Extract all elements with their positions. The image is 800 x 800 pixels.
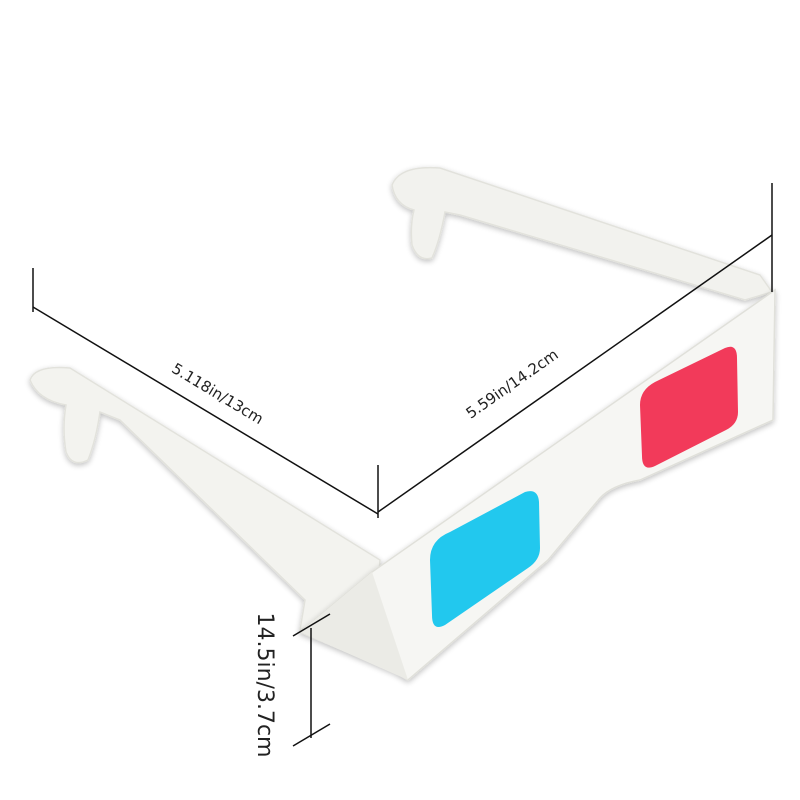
frame-side (300, 572, 408, 680)
left-temple-arm (29, 366, 381, 632)
dimension-lines (32, 183, 773, 747)
right-temple-arm (391, 166, 774, 301)
blue-lens (430, 491, 540, 628)
frame-width-label: 5.59in/14.2cm (463, 345, 562, 422)
frame-height-label: 14.5in/3.7cm (252, 613, 277, 758)
red-lens (640, 346, 738, 468)
